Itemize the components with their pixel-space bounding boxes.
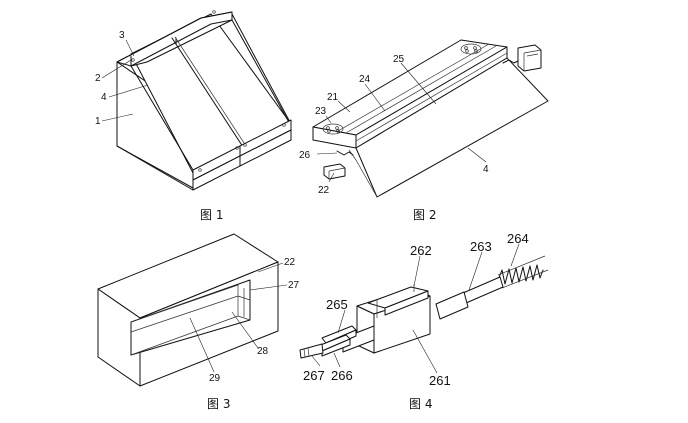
leader-2-25 bbox=[400, 62, 437, 105]
leader-4-266 bbox=[333, 352, 341, 368]
leader-4-267 bbox=[311, 355, 321, 367]
fig2-sheet bbox=[355, 57, 549, 198]
fig4-fork-lower-front bbox=[321, 338, 351, 357]
fig3-label-27: 27 bbox=[288, 280, 300, 291]
figure-4: 262 263 264 265 267 266 261 图 4 bbox=[299, 231, 549, 411]
fig3-label-29: 29 bbox=[209, 373, 221, 384]
fig4-spring bbox=[497, 255, 549, 289]
fig3-label-28: 28 bbox=[257, 346, 269, 357]
leader-2-24 bbox=[364, 83, 386, 112]
leader-2-23 bbox=[325, 115, 332, 124]
leader-4-264 bbox=[510, 243, 520, 267]
fig1-label-4: 4 bbox=[101, 92, 107, 103]
leader-3-29 bbox=[189, 317, 215, 373]
leader-4-263 bbox=[468, 251, 483, 291]
leader-1-2 bbox=[101, 59, 132, 79]
leader-1-3 bbox=[125, 39, 135, 57]
fig4-label-266: 266 bbox=[331, 368, 353, 383]
figure-3: 22 27 28 29 图 3 bbox=[97, 233, 300, 411]
leader-2-22 bbox=[328, 172, 335, 183]
fig2-caption: 图 2 bbox=[413, 208, 436, 222]
fig4-label-261: 261 bbox=[429, 373, 451, 388]
fig2-label-25: 25 bbox=[393, 54, 405, 65]
fig3-label-22: 22 bbox=[284, 257, 296, 268]
fig4-pin bbox=[299, 343, 324, 359]
leader-4-265 bbox=[337, 309, 346, 334]
leader-2-26 bbox=[316, 152, 338, 155]
fig1-label-2: 2 bbox=[95, 73, 101, 84]
fig1-caption: 图 1 bbox=[200, 208, 223, 222]
leader-3-22 bbox=[257, 262, 284, 273]
leader-4-262 bbox=[413, 255, 421, 287]
fig4-caption: 图 4 bbox=[409, 397, 432, 411]
fig4-label-264: 264 bbox=[507, 231, 529, 246]
fig2-label-26: 26 bbox=[299, 150, 311, 161]
fig4-collar bbox=[435, 291, 469, 320]
fig2-end-block-top bbox=[517, 44, 542, 72]
fig2-end-block-22 bbox=[323, 163, 346, 180]
fig4-label-265: 265 bbox=[326, 297, 348, 312]
fig4-label-262: 262 bbox=[410, 243, 432, 258]
fig3-caption: 图 3 bbox=[207, 397, 230, 411]
fig2-label-21: 21 bbox=[327, 92, 339, 103]
fig1-label-3: 3 bbox=[119, 30, 125, 41]
leader-3-28 bbox=[231, 311, 259, 349]
figure-1: 3 2 4 1 图 1 bbox=[95, 10, 292, 222]
fig4-label-263: 263 bbox=[470, 239, 492, 254]
leader-2-4 bbox=[467, 147, 487, 163]
fig4-label-267: 267 bbox=[303, 368, 325, 383]
figure-2: 24 25 21 23 26 22 4 图 2 bbox=[299, 39, 549, 222]
leader-4-261 bbox=[412, 329, 438, 374]
leader-3-27 bbox=[249, 284, 288, 291]
fig2-label-24: 24 bbox=[359, 74, 371, 85]
leader-2-21 bbox=[337, 100, 351, 113]
fig2-label-23: 23 bbox=[315, 106, 327, 117]
fig1-label-1: 1 bbox=[95, 116, 101, 127]
leader-1-4 bbox=[108, 84, 149, 98]
fig2-label-4: 4 bbox=[483, 164, 489, 175]
fig4-rib-front bbox=[384, 290, 429, 316]
leader-1-1 bbox=[101, 113, 134, 122]
fig2-label-22: 22 bbox=[318, 185, 330, 196]
